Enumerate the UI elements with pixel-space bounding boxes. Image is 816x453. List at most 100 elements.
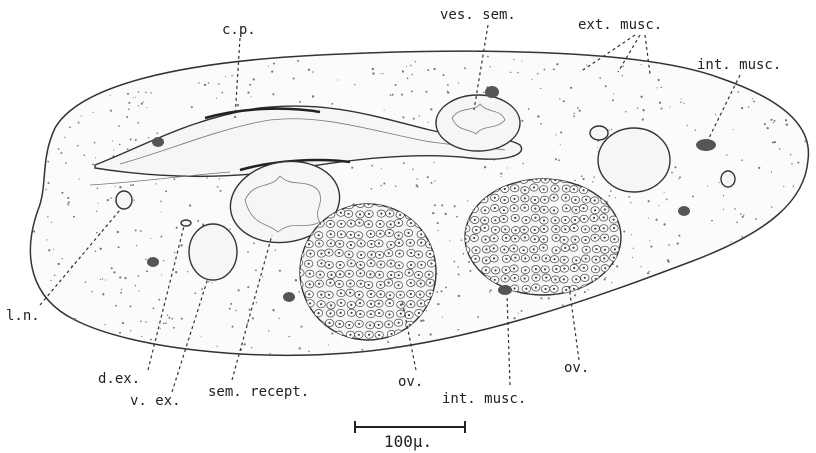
stipple-dot [559, 98, 560, 99]
stipple-dot [601, 313, 602, 314]
stipple-dot [57, 335, 59, 337]
stipple-dot [714, 328, 716, 330]
ovary-cell-nucleus [583, 218, 585, 220]
stipple-dot [434, 162, 435, 163]
stipple-dot [633, 248, 634, 249]
stipple-dot [96, 211, 97, 212]
stipple-dot [133, 97, 134, 98]
stipple-dot [297, 60, 299, 62]
stipple-dot [417, 186, 419, 188]
ovary-cell-nucleus [370, 243, 372, 245]
ovary-cell-nucleus [485, 248, 487, 250]
stipple-dot [104, 324, 105, 325]
stipple-dot [687, 125, 688, 126]
stipple-dot [781, 256, 783, 258]
stipple-dot [637, 355, 638, 356]
ovary-cell-nucleus [349, 334, 351, 336]
stipple-dot [540, 88, 541, 89]
ovary-cell-nucleus [398, 264, 400, 266]
stipple-dot [46, 103, 48, 105]
stipple-dot [699, 335, 701, 337]
stipple-dot [107, 49, 108, 50]
label-ov-left: ov. [398, 374, 423, 390]
stipple-dot [77, 145, 79, 147]
stipple-dot [457, 266, 459, 268]
stipple-dot [255, 270, 257, 272]
ovary-cell-nucleus [369, 273, 371, 275]
stipple-dot [683, 102, 684, 103]
ovary-cell-nucleus [485, 259, 487, 261]
stipple-dot [69, 328, 71, 330]
ovary-cell-nucleus [348, 273, 350, 275]
ovary-cell-nucleus [340, 302, 342, 304]
ovary-cell-nucleus [380, 213, 382, 215]
ovary-cell-nucleus [340, 233, 342, 235]
stipple-dot [176, 227, 178, 229]
ovary-cell-nucleus [563, 239, 565, 241]
ovary-cell-nucleus [564, 228, 566, 230]
ovary-cell-nucleus [339, 243, 341, 245]
stipple-dot [574, 294, 576, 296]
stipple-dot [668, 244, 670, 246]
ovary-cell-nucleus [583, 189, 585, 191]
ovary-cell-nucleus [329, 312, 331, 314]
stipple-dot [793, 260, 795, 262]
ovary-cell-nucleus [388, 313, 390, 315]
stipple-dot [642, 109, 644, 111]
stipple-dot [58, 343, 59, 344]
ovary-cell-nucleus [340, 292, 342, 294]
stipple-dot [807, 255, 808, 256]
stipple-dot [138, 91, 139, 92]
stipple-dot [37, 296, 39, 298]
stipple-dot [490, 66, 491, 67]
stipple-dot [615, 197, 616, 198]
stipple-dot [700, 332, 702, 334]
ovary-cell-nucleus [575, 278, 577, 280]
stipple-dot [42, 355, 44, 357]
stipple-dot [395, 185, 397, 187]
stipple-dot [444, 344, 445, 345]
stipple-dot [649, 271, 650, 272]
stipple-dot [268, 330, 269, 331]
stipple-dot [440, 360, 442, 362]
stipple-dot [149, 49, 151, 51]
stipple-dot [537, 115, 539, 117]
stipple-dot [461, 240, 462, 241]
stipple-dot [107, 199, 109, 201]
stipple-dot [117, 231, 119, 233]
stipple-dot [794, 101, 795, 102]
ovary-cell-nucleus [378, 303, 380, 305]
stipple-dot [51, 222, 52, 223]
stipple-dot [64, 137, 65, 138]
ovary-cell-nucleus [328, 322, 330, 324]
stipple-dot [144, 55, 146, 57]
stipple-dot [692, 303, 694, 305]
ovary-cell-nucleus [535, 268, 537, 270]
stipple-dot [725, 348, 727, 350]
stipple-dot [96, 68, 98, 70]
stipple-dot [772, 333, 773, 334]
ovary-cell-nucleus [513, 247, 515, 249]
stipple-dot [415, 61, 416, 62]
stipple-dot [553, 68, 555, 70]
stipple-dot [692, 195, 694, 197]
stipple-dot [146, 107, 147, 108]
ovary-cell-nucleus [320, 253, 322, 255]
stipple-dot [230, 303, 232, 305]
stipple-dot [126, 116, 128, 118]
stipple-dot [648, 200, 650, 202]
stipple-dot [247, 286, 249, 288]
stipple-dot [787, 299, 789, 301]
stipple-dot [161, 274, 162, 275]
ovary-cell-nucleus [309, 253, 311, 255]
ovary-cell-nucleus [474, 219, 476, 221]
ovary-cell-nucleus [494, 279, 496, 281]
ovary-cell-nucleus [379, 254, 381, 256]
stipple-dot [30, 159, 32, 161]
ovary-cell-nucleus [564, 247, 566, 249]
stipple-dot [570, 87, 572, 89]
stipple-dot [293, 78, 295, 80]
stipple-dot [779, 148, 781, 150]
stipple-dot [328, 344, 329, 345]
stipple-dot [122, 322, 124, 324]
